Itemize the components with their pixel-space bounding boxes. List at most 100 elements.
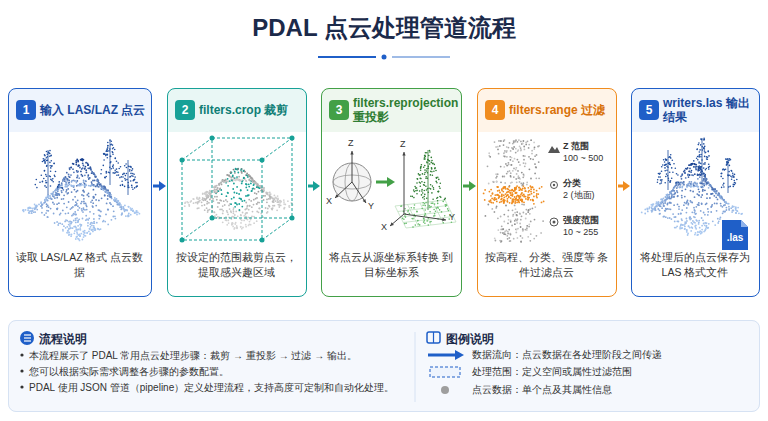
cloud-point — [92, 184, 94, 186]
cloud-point — [401, 205, 403, 207]
cloud-point — [432, 162, 434, 164]
cloud-point — [528, 224, 530, 226]
cloud-point — [29, 207, 31, 209]
cloud-point — [240, 190, 242, 192]
cloud-point — [110, 162, 112, 164]
cloud-point — [534, 206, 536, 208]
cloud-point — [112, 152, 114, 154]
cloud-point — [411, 218, 413, 220]
cloud-point — [202, 193, 204, 195]
cloud-point — [506, 230, 508, 232]
cloud-point — [257, 201, 259, 203]
cloud-point — [93, 227, 95, 229]
cloud-point — [418, 223, 420, 225]
cloud-point — [512, 209, 514, 211]
cloud-point — [107, 209, 109, 211]
cloud-point — [259, 185, 261, 187]
cloud-point — [215, 192, 217, 194]
cloud-point — [121, 213, 123, 215]
cloud-point — [75, 219, 77, 221]
cloud-point — [423, 196, 425, 198]
cloud-point — [81, 158, 83, 160]
cloud-point — [436, 177, 438, 179]
cloud-point — [497, 146, 499, 148]
cloud-point — [511, 164, 513, 166]
cloud-point — [91, 225, 93, 227]
cloud-point — [500, 166, 502, 168]
cloud-point — [445, 206, 447, 208]
cloud-point — [503, 202, 505, 204]
cloud-point — [263, 189, 265, 191]
cloud-point — [241, 200, 243, 202]
cloud-point — [429, 205, 431, 207]
cloud-point — [245, 174, 247, 176]
cloud-point — [510, 234, 512, 236]
cloud-point — [31, 207, 33, 209]
cloud-point — [240, 215, 242, 217]
cloud-point — [27, 208, 29, 210]
cloud-point — [515, 167, 517, 169]
cloud-point — [236, 227, 238, 229]
cloud-point — [77, 190, 79, 192]
cloud-point — [126, 167, 128, 169]
crop-box-edge — [182, 160, 262, 161]
cloud-point — [77, 205, 79, 207]
cloud-point — [115, 218, 117, 220]
cloud-point — [533, 148, 535, 150]
cloud-point — [45, 197, 47, 199]
cloud-point — [512, 160, 514, 162]
cloud-point — [533, 142, 535, 144]
cloud-point — [228, 222, 230, 224]
cloud-point — [214, 191, 216, 193]
cloud-point — [523, 201, 525, 203]
cloud-point — [412, 218, 414, 220]
cloud-point — [76, 171, 78, 173]
cloud-point — [77, 220, 79, 222]
card-header-ground — [321, 118, 462, 132]
cloud-point — [91, 172, 93, 174]
cloud-point — [58, 202, 60, 204]
cloud-point — [80, 171, 82, 173]
card-ground — [167, 88, 307, 297]
cloud-point — [55, 189, 57, 191]
cloud-point — [251, 177, 253, 179]
cloud-point — [433, 171, 435, 173]
cloud-point — [52, 181, 54, 183]
cloud-point — [236, 227, 238, 229]
cloud-point — [68, 201, 70, 203]
cloud-point — [267, 211, 269, 213]
cloud-point — [30, 210, 32, 212]
cloud-point — [224, 204, 226, 206]
cloud-point — [85, 203, 87, 205]
cloud-point — [423, 218, 425, 220]
cloud-point — [88, 196, 90, 198]
cloud-point — [444, 198, 446, 200]
cloud-point — [53, 163, 55, 165]
cloud-point — [47, 216, 49, 218]
cloud-point — [522, 230, 524, 232]
cloud-point — [71, 185, 73, 187]
cloud-point — [128, 166, 130, 168]
card-ground — [477, 88, 617, 297]
cloud-point — [192, 198, 194, 200]
cloud-point — [432, 185, 434, 187]
cloud-point — [28, 212, 30, 214]
cloud-point — [75, 227, 77, 229]
cloud-point — [435, 181, 437, 183]
axis — [335, 182, 352, 198]
cloud-point — [35, 184, 37, 186]
cloud-point — [128, 206, 130, 208]
cloud-point — [430, 184, 432, 186]
cloud-point — [530, 158, 532, 160]
cloud-point — [44, 201, 46, 203]
cloud-point — [71, 234, 73, 236]
cloud-point — [421, 194, 423, 196]
cloud-point — [72, 199, 74, 201]
cloud-point — [424, 184, 426, 186]
cloud-point — [214, 215, 216, 217]
cloud-point — [492, 192, 494, 194]
cloud-point — [503, 194, 505, 196]
cloud-point — [46, 157, 48, 159]
cloud-point — [56, 203, 58, 205]
cloud-point — [198, 207, 200, 209]
